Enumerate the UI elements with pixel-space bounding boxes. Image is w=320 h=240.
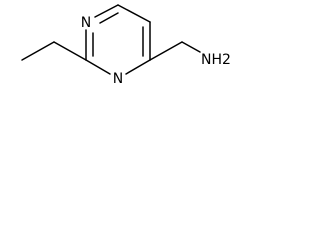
atom-label-nh2: NH2 [201, 52, 231, 68]
bond-n1-c6 [94, 4, 119, 18]
bond-c6-c5 [117, 4, 151, 23]
bond-ch2-ch3 [21, 41, 55, 61]
bond-n1-c6-inner [99, 12, 119, 24]
bond-c4-n3 [125, 59, 151, 75]
bond-ch2-n [181, 41, 201, 53]
molecule-canvas: N N NH2 [0, 0, 234, 92]
bond-n3-c2 [85, 59, 111, 75]
bond-c2-ch2 [53, 41, 87, 61]
atom-label-n3: N [113, 71, 123, 87]
atom-label-n1: N [81, 15, 91, 31]
structure-diagram: N N NH2 [21, 4, 231, 87]
bond-c4-ch2 [149, 41, 183, 61]
